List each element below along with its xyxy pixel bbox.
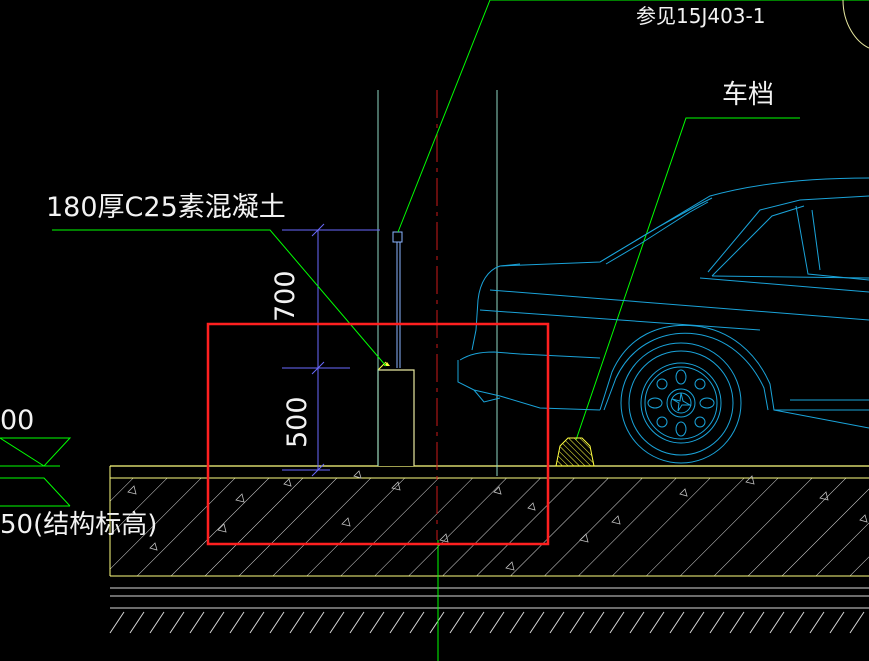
dim-500-label: 500 bbox=[282, 396, 313, 448]
lower-layers bbox=[109, 587, 869, 634]
car-outline bbox=[457, 177, 869, 429]
elevation-marks bbox=[0, 437, 72, 507]
concrete-label: 180厚C25素混凝土 bbox=[46, 192, 286, 223]
concrete-curb bbox=[377, 361, 415, 466]
car-stop-block bbox=[555, 437, 595, 467]
title-ref-label: 参见15J403-1 bbox=[636, 4, 766, 28]
leader-lines bbox=[52, 0, 869, 441]
dimension-lines bbox=[282, 223, 380, 477]
elevation-structure-label: 50(结构标高) bbox=[0, 510, 158, 540]
highlight-box bbox=[206, 322, 550, 546]
reference-lines bbox=[377, 90, 498, 661]
elevation-partial-label: 00 bbox=[0, 405, 35, 436]
dim-700-label: 700 bbox=[270, 270, 301, 322]
wheel-icon bbox=[620, 342, 742, 464]
detail-circle-partial bbox=[842, 0, 869, 49]
ground-slab bbox=[109, 465, 869, 577]
car-stop-label: 车档 bbox=[722, 80, 775, 110]
railing-post bbox=[392, 231, 403, 368]
